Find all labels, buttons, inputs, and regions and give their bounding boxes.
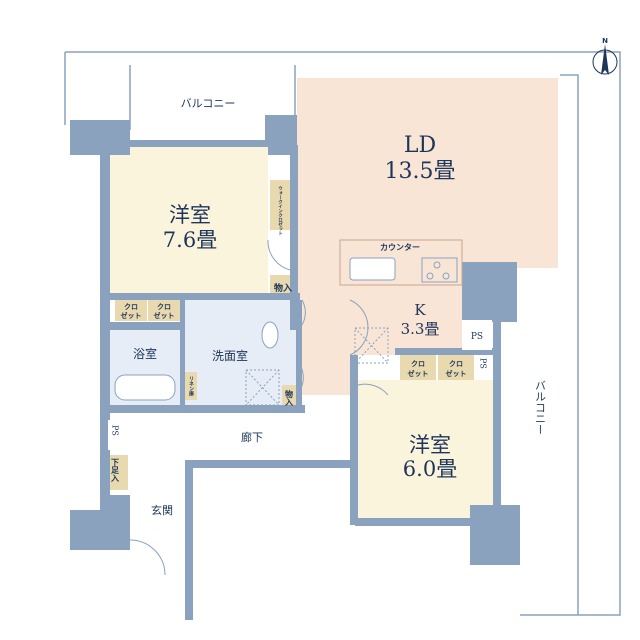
closet-c-label2: ゼット [408, 369, 429, 378]
washer-pan-icon [245, 327, 389, 406]
storage2-label: 物入 [285, 389, 294, 407]
bedroom2-size: 6.0畳 [403, 457, 457, 481]
bedroom1-size: 7.6畳 [163, 228, 217, 252]
ld-label: LD [404, 133, 436, 158]
ps-box-3 [108, 420, 128, 450]
ps-box-1 [462, 320, 492, 350]
toilet-icon [261, 321, 279, 349]
walk-in-closet-label: ウォークインクロゼット [278, 185, 283, 236]
walls [70, 115, 520, 620]
balcony-right-label: バルコニー [534, 380, 547, 435]
door-swings [129, 239, 389, 576]
closet-c-label: クロ [411, 359, 425, 368]
closet-a-label2: ゼット [121, 311, 142, 320]
bath-label: 浴室 [133, 346, 157, 361]
counter-label: カウンター [380, 242, 420, 252]
ps2-label: PS [479, 358, 488, 369]
corridor-label: 廊下 [241, 430, 263, 444]
ps3-label: PS [111, 425, 120, 436]
closet-d-label: クロ [449, 359, 463, 368]
ld-kitchen-area [297, 78, 558, 395]
linen-label: リネン庫 [188, 376, 195, 397]
closets [108, 180, 474, 490]
bedroom2-label: 洋室 [409, 433, 451, 457]
closet-b-label2: ゼット [154, 311, 175, 320]
storage1-label: 物入 [274, 282, 292, 294]
entrance-label: 玄関 [151, 503, 173, 517]
north-compass-icon: N [592, 37, 618, 75]
ps-box-2 [480, 355, 492, 380]
counter [339, 239, 463, 286]
shoe-storage-label: 下足入 [110, 458, 120, 483]
closet-b-label: クロ [157, 302, 171, 311]
kitchen-size: 3.3畳 [401, 320, 440, 338]
bedroom1-label: 洋室 [169, 203, 211, 227]
stove-icon [421, 257, 458, 283]
bedroom1-area [110, 147, 268, 300]
balcony-outline [64, 51, 621, 616]
bathtub-icon [114, 374, 176, 401]
closet-d-label2: ゼット [446, 369, 467, 378]
sink-icon [349, 257, 396, 281]
closet-a-label: クロ [124, 302, 138, 311]
ps1-label: PS [471, 332, 483, 342]
ld-size: 13.5畳 [385, 159, 456, 184]
bedroom2-area [358, 380, 493, 525]
washroom-area [182, 300, 297, 410]
north-label: N [602, 37, 608, 45]
balcony-top-label: バルコニー [181, 97, 236, 110]
washroom-label: 洗面室 [212, 348, 248, 363]
kitchen-label: K [414, 301, 426, 319]
